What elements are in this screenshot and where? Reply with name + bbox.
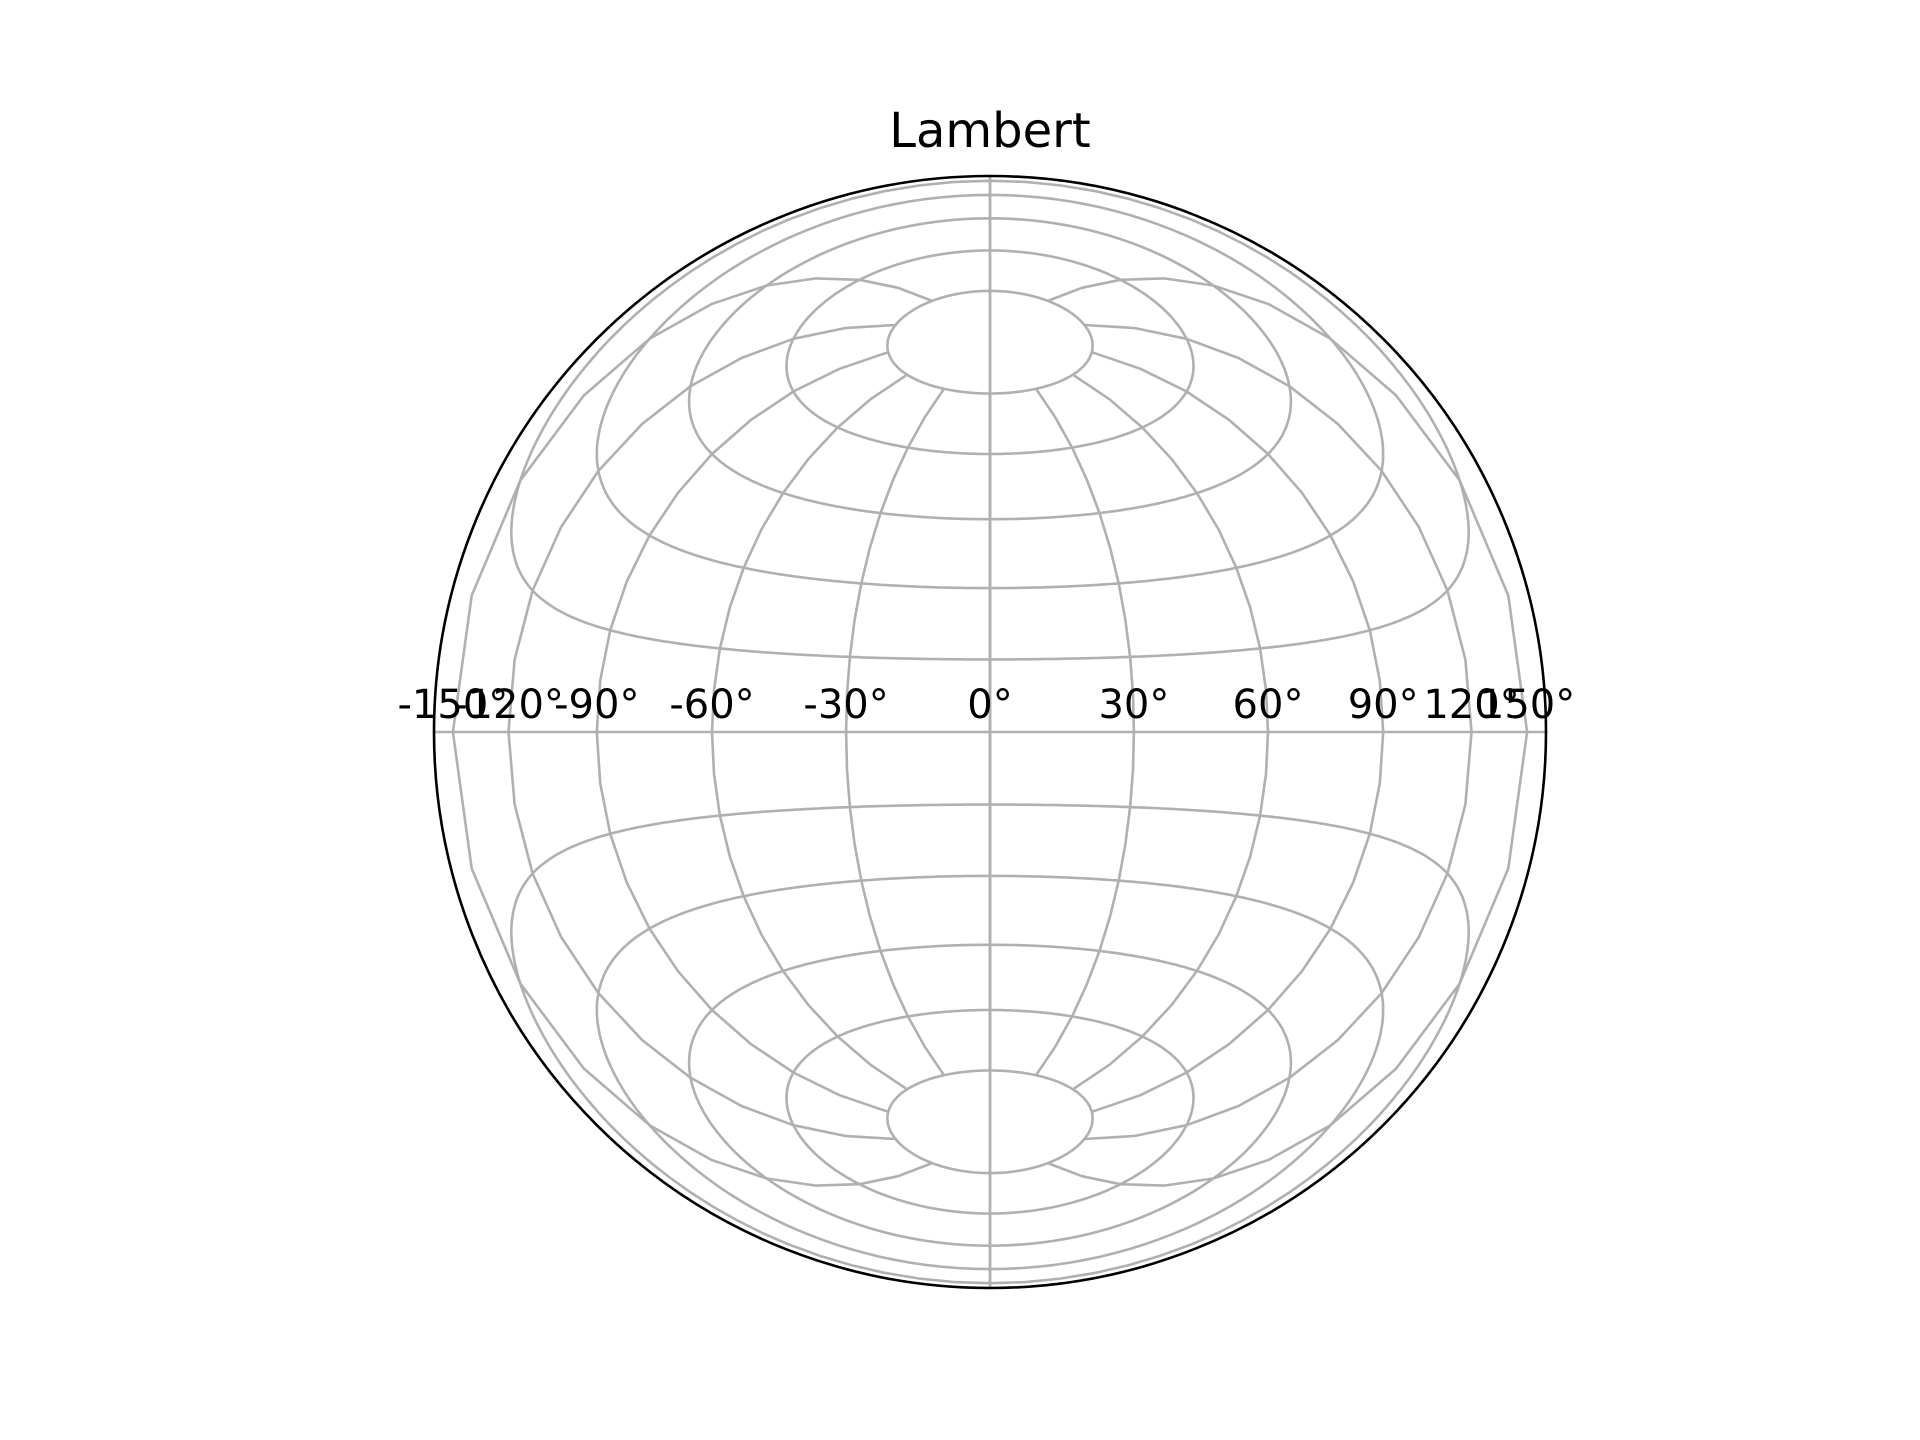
map-boundary bbox=[432, 174, 1548, 1290]
lon-tick-label: 0° bbox=[967, 682, 1012, 728]
parallel--75 bbox=[886, 1069, 1094, 1175]
graticule bbox=[432, 175, 1548, 1289]
parallel-30 bbox=[595, 193, 1385, 590]
parallel-45 bbox=[687, 217, 1293, 521]
lon-tick-label: 90° bbox=[1348, 682, 1419, 728]
parallel--30 bbox=[595, 874, 1385, 1271]
parallel-15 bbox=[509, 179, 1470, 661]
parallel--60 bbox=[785, 1008, 1195, 1215]
lon-tick-label: -150° bbox=[398, 682, 509, 728]
lon-tick-label: -90° bbox=[554, 682, 639, 728]
parallel-60 bbox=[785, 249, 1195, 456]
lon-tick-label: -30° bbox=[803, 682, 888, 728]
lon-tick-label: 60° bbox=[1233, 682, 1304, 728]
lon-tick-label: 150° bbox=[1479, 682, 1575, 728]
lon-tick-label: 30° bbox=[1098, 682, 1169, 728]
lon-tick-label: -60° bbox=[669, 682, 754, 728]
longitude-tick-labels: -150°-120°-90° -60° -30° 0° 30° 60° 90°120°150… bbox=[398, 682, 1576, 728]
lon-tick-label: -120° bbox=[453, 682, 564, 728]
chart-title: Lambert bbox=[889, 103, 1090, 159]
lon-tick-label: 120° bbox=[1423, 682, 1519, 728]
parallel--45 bbox=[687, 943, 1293, 1247]
parallel-75 bbox=[886, 289, 1094, 395]
parallel--15 bbox=[509, 803, 1470, 1285]
